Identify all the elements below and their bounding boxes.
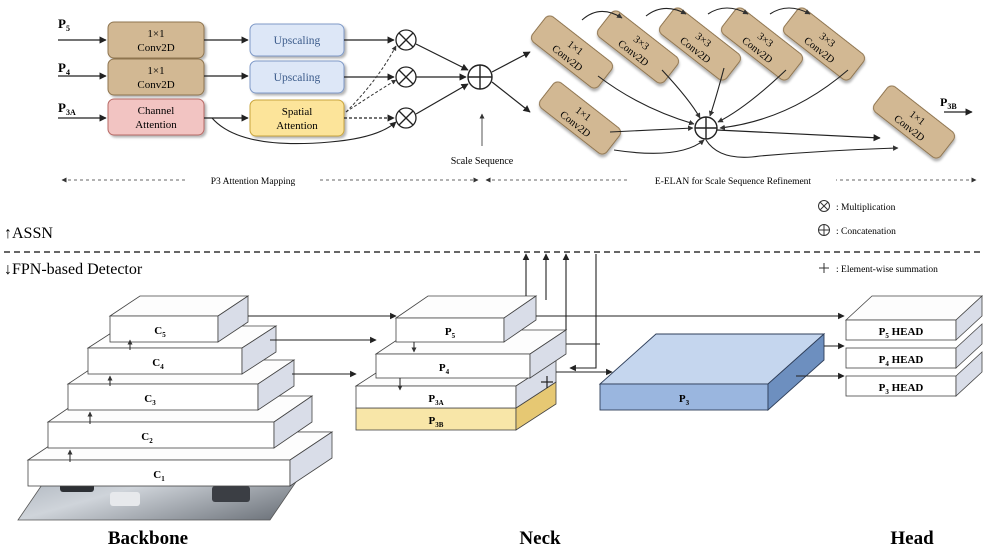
elan-conv-5: 3×3 Conv2D [782, 7, 866, 81]
input-p3a-label: P3A [58, 100, 76, 117]
multiplication-legend-icon [818, 200, 830, 212]
concat-symbol-elan [694, 116, 718, 140]
detector-label: ↓FPN-based Detector [4, 261, 143, 278]
neck-p5-label: P5 [445, 326, 456, 340]
output-p3b-label: P3B [940, 95, 957, 111]
multiply-symbol-3 [395, 107, 417, 129]
section-label-e-elan: E-ELAN for Scale Sequence Refinement [655, 176, 812, 187]
neck-p4-label: P4 [439, 362, 450, 376]
legend: : Multiplication : Concatenation : Eleme… [818, 200, 938, 275]
concatenation-legend-icon [818, 224, 830, 236]
backbone-c1-label: C1 [153, 469, 165, 483]
head-p5-label: P5 HEAD [879, 326, 924, 340]
input-p4-label: P4 [58, 60, 70, 77]
scale-sequence-label: Scale Sequence [451, 156, 514, 167]
neck-p3b-label: P3B [429, 415, 444, 429]
channel-attention-block [107, 98, 205, 136]
upscaling-label-1: Upscaling [274, 35, 321, 47]
backbone-c4-label: C4 [152, 357, 164, 371]
elan-conv-3: 3×3 Conv2D [658, 7, 742, 81]
summation-legend-icon [819, 263, 829, 273]
upscaling-label-2: Upscaling [274, 72, 321, 84]
conv-p4-line1: 1×1 [147, 65, 164, 77]
legend-multiplication: : Multiplication [836, 203, 896, 213]
summation-symbol [541, 376, 553, 388]
legend-concatenation: : Concatenation [836, 227, 896, 237]
assn-label: ↑ASSN [4, 225, 53, 242]
backbone-section-label: Backbone [108, 528, 188, 549]
concat-symbol-scale-sequence [467, 64, 493, 90]
head: P5 HEAD P4 HEAD P3 HEAD [844, 295, 984, 397]
p3-feature-block: P3 [598, 332, 826, 412]
conv-p4-block [107, 58, 205, 96]
head-p3-label: P3 HEAD [879, 382, 924, 396]
head-section-label: Head [890, 528, 934, 549]
backbone-c2-label: C2 [141, 431, 153, 445]
spatial-attention-line2: Attention [276, 120, 318, 132]
legend-summation: : Element-wise summation [836, 265, 938, 275]
conv-p5-line2: Conv2D [137, 42, 174, 54]
head-p4-label: P4 HEAD [879, 354, 924, 368]
neck-section-label: Neck [519, 528, 561, 549]
channel-attention-line1: Channel [138, 105, 175, 117]
conv-p4-line2: Conv2D [137, 79, 174, 91]
backbone-c3-label: C3 [144, 393, 156, 407]
conv-p5-line1: 1×1 [147, 28, 164, 40]
input-p5-label: P5 [58, 16, 70, 33]
elan-conv-lower: 1×1 Conv2D [538, 81, 622, 155]
multiply-symbol-2 [395, 66, 417, 88]
p3-label: P3 [679, 393, 690, 407]
multiply-symbol-1 [395, 29, 417, 51]
assn-module: P5 P4 P3A 1×1 Conv2D 1×1 Conv2D Channel … [58, 7, 977, 187]
neck: P3B P3A P4 P5 [354, 295, 568, 431]
channel-attention-line2: Attention [135, 119, 177, 131]
section-label-attention-mapping: P3 Attention Mapping [211, 177, 296, 187]
backbone: C1 C2 C3 C4 C5 [17, 295, 334, 521]
neck-p3a-label: P3A [428, 393, 443, 407]
spatial-attention-line1: Spatial [282, 106, 313, 118]
backbone-c5-label: C5 [154, 325, 166, 339]
